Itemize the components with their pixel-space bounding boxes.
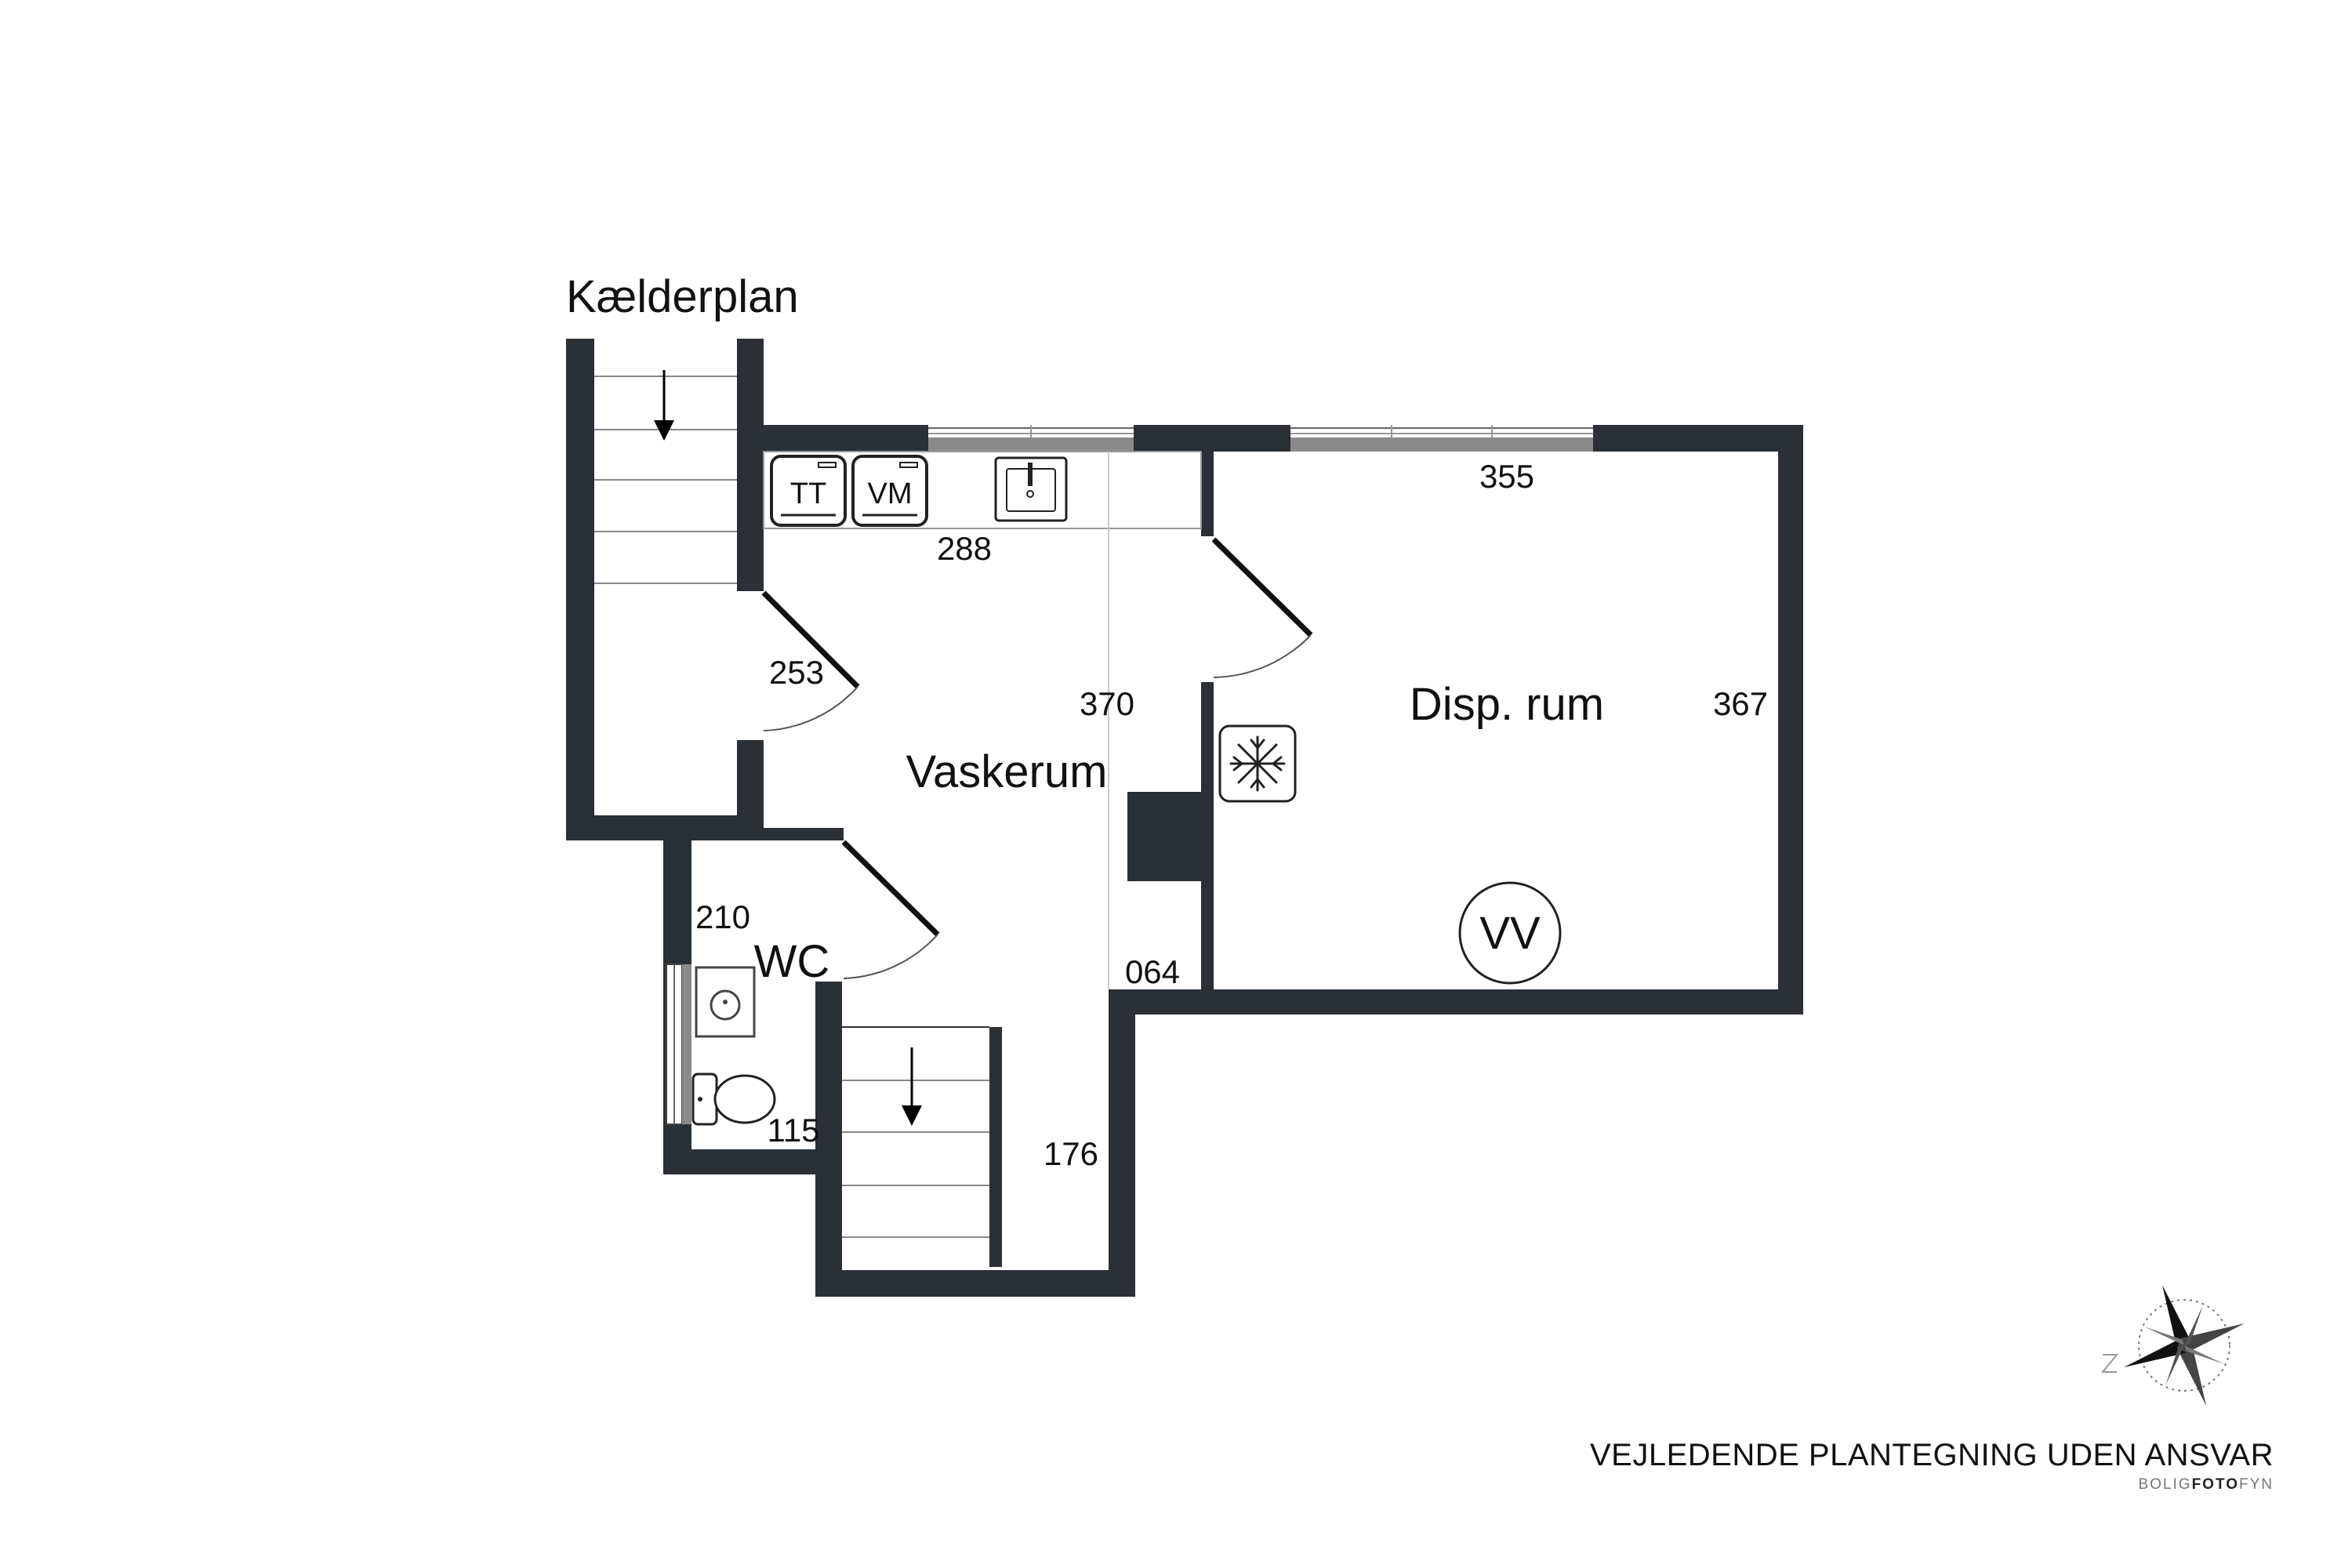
room-vaskerum: Vaskerum [906, 746, 1108, 797]
sink-icon [994, 456, 1068, 522]
door-disp-rum [1211, 537, 1313, 678]
staircase-lower [842, 1026, 989, 1238]
brand-part-2: FOTO [2191, 1476, 2239, 1493]
wall-wc-top [764, 828, 844, 840]
countertop [763, 451, 1202, 989]
dimension-367: 367 [1713, 685, 1768, 722]
wall-top-c [1593, 425, 1803, 452]
wall-stair-right-bottom [737, 740, 764, 840]
dimension-253: 253 [769, 654, 824, 691]
labels: Kælderplan Vaskerum Disp. rum WC 355 288… [566, 271, 1768, 1172]
brand-part-1: BOLIG [2138, 1476, 2192, 1493]
wall-stair-bottom [566, 815, 764, 840]
compass-icon [2100, 1284, 2245, 1406]
wall-wc-bottom [663, 1149, 842, 1174]
wall-right [1778, 425, 1803, 1014]
plan-title: Kælderplan [566, 271, 799, 322]
window-wc [666, 964, 691, 1125]
brand-part-3: FYN [2239, 1476, 2274, 1493]
wall-lower-right [1109, 989, 1135, 1297]
staircase-upper [594, 370, 737, 584]
water-heater-label: VV [1479, 908, 1541, 959]
windows [666, 425, 1593, 1125]
dimension-288: 288 [937, 530, 992, 567]
wall-stair-right-top [737, 339, 764, 591]
door-stair-vaskerum [761, 590, 860, 731]
wc-basin-icon [695, 966, 756, 1038]
chimney-block [1127, 792, 1201, 881]
disclaimer-text: VEJLEDENDE PLANTEGNING UDEN ANSVAR [1589, 1438, 2274, 1472]
wall-stair-left [566, 339, 594, 840]
dimension-176: 176 [1044, 1135, 1098, 1172]
walls [566, 339, 1803, 1297]
brand-logo: BOLIGFOTOFYN [1590, 1476, 2274, 1494]
tumble-dryer-label: TT [790, 477, 826, 510]
wall-lower-bottom [815, 1270, 1135, 1297]
dimension-064: 064 [1125, 953, 1180, 990]
wall-wc-right [828, 982, 842, 1174]
washing-machine-icon [851, 455, 928, 527]
dimension-355: 355 [1479, 458, 1534, 495]
dimension-370: 370 [1080, 685, 1134, 722]
doors [761, 537, 1313, 979]
wall-top-a [764, 425, 928, 452]
stair-arrow-head [902, 1105, 922, 1126]
dimension-210: 210 [695, 898, 750, 935]
wall-disp-bottom [1109, 989, 1803, 1014]
toilet-icon [691, 1073, 776, 1126]
window-disp-rum [1290, 425, 1593, 452]
ventilation-icon [1218, 724, 1297, 803]
window-vaskerum [928, 425, 1134, 452]
stair-arrow-head [654, 420, 674, 441]
wall-partition-bottom [1201, 682, 1214, 1002]
wall-partition-top [1201, 452, 1214, 536]
footer: VEJLEDENDE PLANTEGNING UDEN ANSVAR BOLIG… [1590, 1438, 2274, 1494]
room-disp-rum: Disp. rum [1410, 679, 1604, 730]
room-wc: WC [754, 936, 830, 987]
wall-top-b [1134, 425, 1290, 452]
door-wc [841, 840, 940, 979]
wall-lower-stair-right [989, 1027, 1002, 1267]
washing-machine-label: VM [868, 477, 913, 510]
dimension-115: 115 [768, 1112, 820, 1149]
water-heater-icon [1458, 881, 1562, 985]
tumble-dryer-icon [770, 455, 847, 527]
